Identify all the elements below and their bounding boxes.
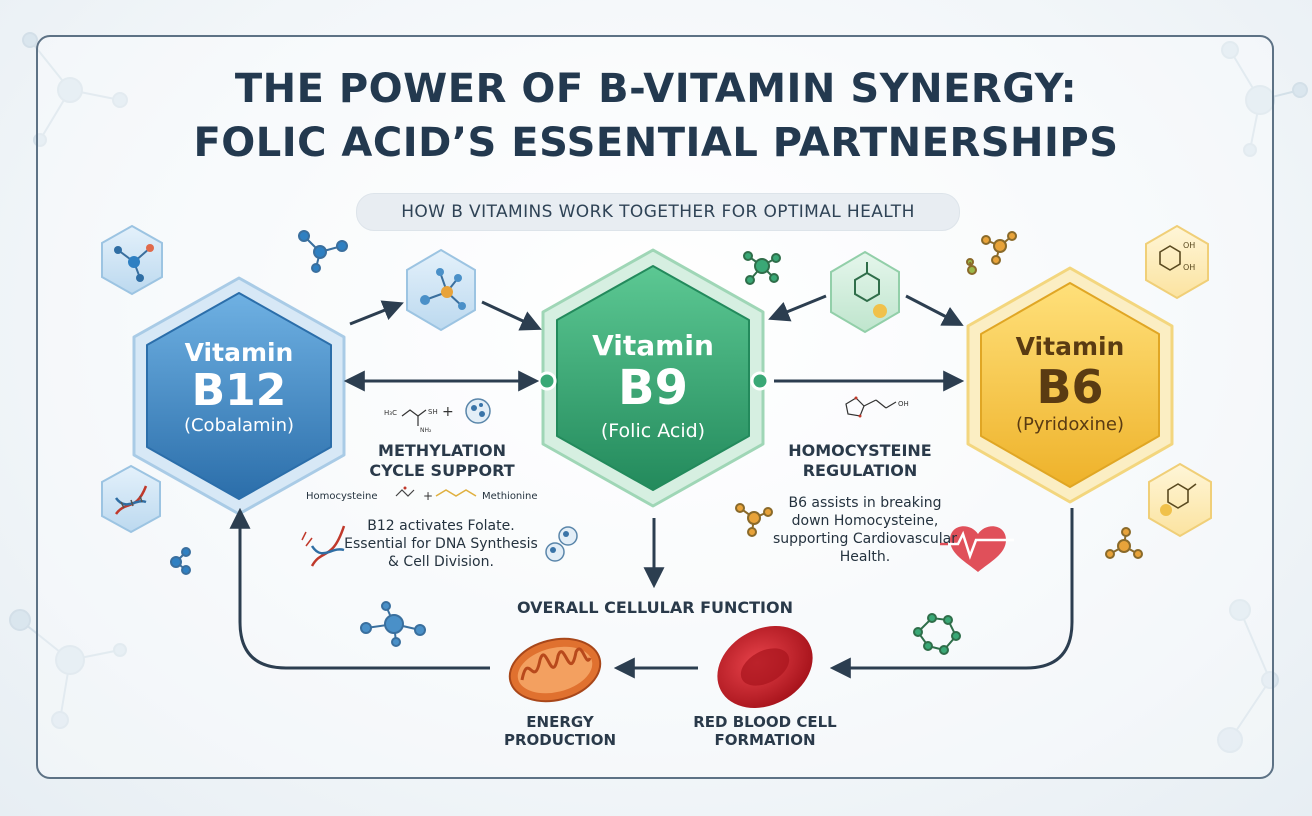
arrow-molecule-to-b9: [481, 300, 542, 331]
rbc-label-2: FORMATION: [714, 731, 816, 749]
molecule-icon: [735, 503, 773, 537]
h3c-label: H₃C: [384, 409, 397, 417]
molecule-icon: [406, 248, 476, 332]
red-blood-cell-icon: [717, 626, 813, 708]
b9-word: Vitamin: [592, 329, 714, 362]
molecule-icon: [966, 231, 1017, 275]
plus-sign: +: [442, 404, 454, 420]
title-line-1: THE POWER OF B-VITAMIN SYNERGY:: [234, 66, 1078, 112]
title-line-2: FOLIC ACID’S ESSENTIAL PARTNERSHIPS: [193, 120, 1119, 166]
homocysteine-reactant: Homocysteine: [306, 491, 378, 502]
oh-label: OH: [898, 400, 909, 408]
arrow-energy-to-b12: [229, 507, 490, 670]
energy-label-2: PRODUCTION: [503, 731, 617, 749]
b9-name: (Folic Acid): [600, 420, 706, 442]
arrow-b12-to-molecule: [349, 300, 404, 326]
molecule-icon: [170, 547, 191, 575]
b6-word: Vitamin: [1015, 332, 1125, 361]
homocysteine-desc-2: down Homocysteine,: [791, 513, 939, 529]
subtitle-pill: HOW B VITAMINS WORK TOGETHER FOR OPTIMAL…: [356, 193, 960, 231]
molecule-icon: [465, 398, 491, 424]
methylation-title-1: METHYLATION: [378, 441, 506, 460]
plus-sign: +: [423, 489, 433, 503]
homocysteine-title-2: REGULATION: [802, 461, 918, 480]
b12-word: Vitamin: [184, 338, 294, 367]
molecule-icon: [101, 224, 163, 296]
dna-icon: [101, 464, 161, 534]
methylation-title-2: CYCLE SUPPORT: [369, 461, 515, 480]
methylation-desc-1: B12 activates Folate.: [367, 518, 515, 534]
homocysteine-desc-3: supporting Cardiovascular: [772, 531, 957, 547]
molecule-icon: [913, 613, 961, 655]
b12-name: (Cobalamin): [183, 415, 295, 436]
rbc-label-1: RED BLOOD CELL: [693, 713, 837, 731]
molecule-icon: H₃C SH NH₂: [384, 408, 438, 434]
molecule-icon: [743, 251, 781, 285]
oh-label: OH: [1183, 241, 1195, 250]
arrow-benzene-to-b9: [768, 294, 827, 322]
overall-cellular-function: OVERALL CELLULAR FUNCTION: [516, 598, 793, 617]
benzene-icon: [830, 250, 900, 334]
sh-label: SH: [428, 408, 438, 416]
benzene-icon: [1148, 462, 1212, 538]
molecule-icon: [298, 230, 348, 273]
oh-label: OH: [1183, 263, 1195, 272]
molecule-icon: [435, 489, 477, 497]
energy-label-1: ENERGY: [526, 713, 594, 731]
homocysteine-desc-1: B6 assists in breaking: [788, 495, 942, 511]
molecule-icon: OH: [845, 396, 909, 418]
molecule-icon: [360, 601, 426, 647]
arrow-benzene-to-b6: [905, 294, 964, 326]
homocysteine-desc-4: Health.: [839, 549, 891, 565]
homocysteine-title-1: HOMOCYSTEINE: [788, 441, 932, 460]
molecule-icon: [395, 489, 415, 497]
methylation-desc-3: & Cell Division.: [388, 554, 494, 570]
b6-name: (Pyridoxine): [1016, 414, 1124, 435]
methylation-desc-2: Essential for DNA Synthesis: [344, 536, 538, 552]
vitamin-b9-hexagon: [537, 248, 770, 508]
b9-code: B9: [618, 360, 688, 416]
benzene-icon: OH OH: [1145, 224, 1209, 300]
b6-code: B6: [1036, 360, 1104, 414]
molecule-icon: [545, 526, 578, 562]
b12-code: B12: [191, 365, 287, 416]
mitochondria-icon: [508, 637, 602, 703]
dna-icon: [301, 525, 346, 567]
heart-icon: [940, 526, 1014, 572]
molecule-icon: [1105, 527, 1143, 559]
arrow-b6-to-rbc: [829, 508, 1074, 679]
vitamin-b6-hexagon: [966, 266, 1174, 504]
methionine-product: Methionine: [482, 491, 538, 502]
nh2-label: NH₂: [420, 427, 432, 434]
